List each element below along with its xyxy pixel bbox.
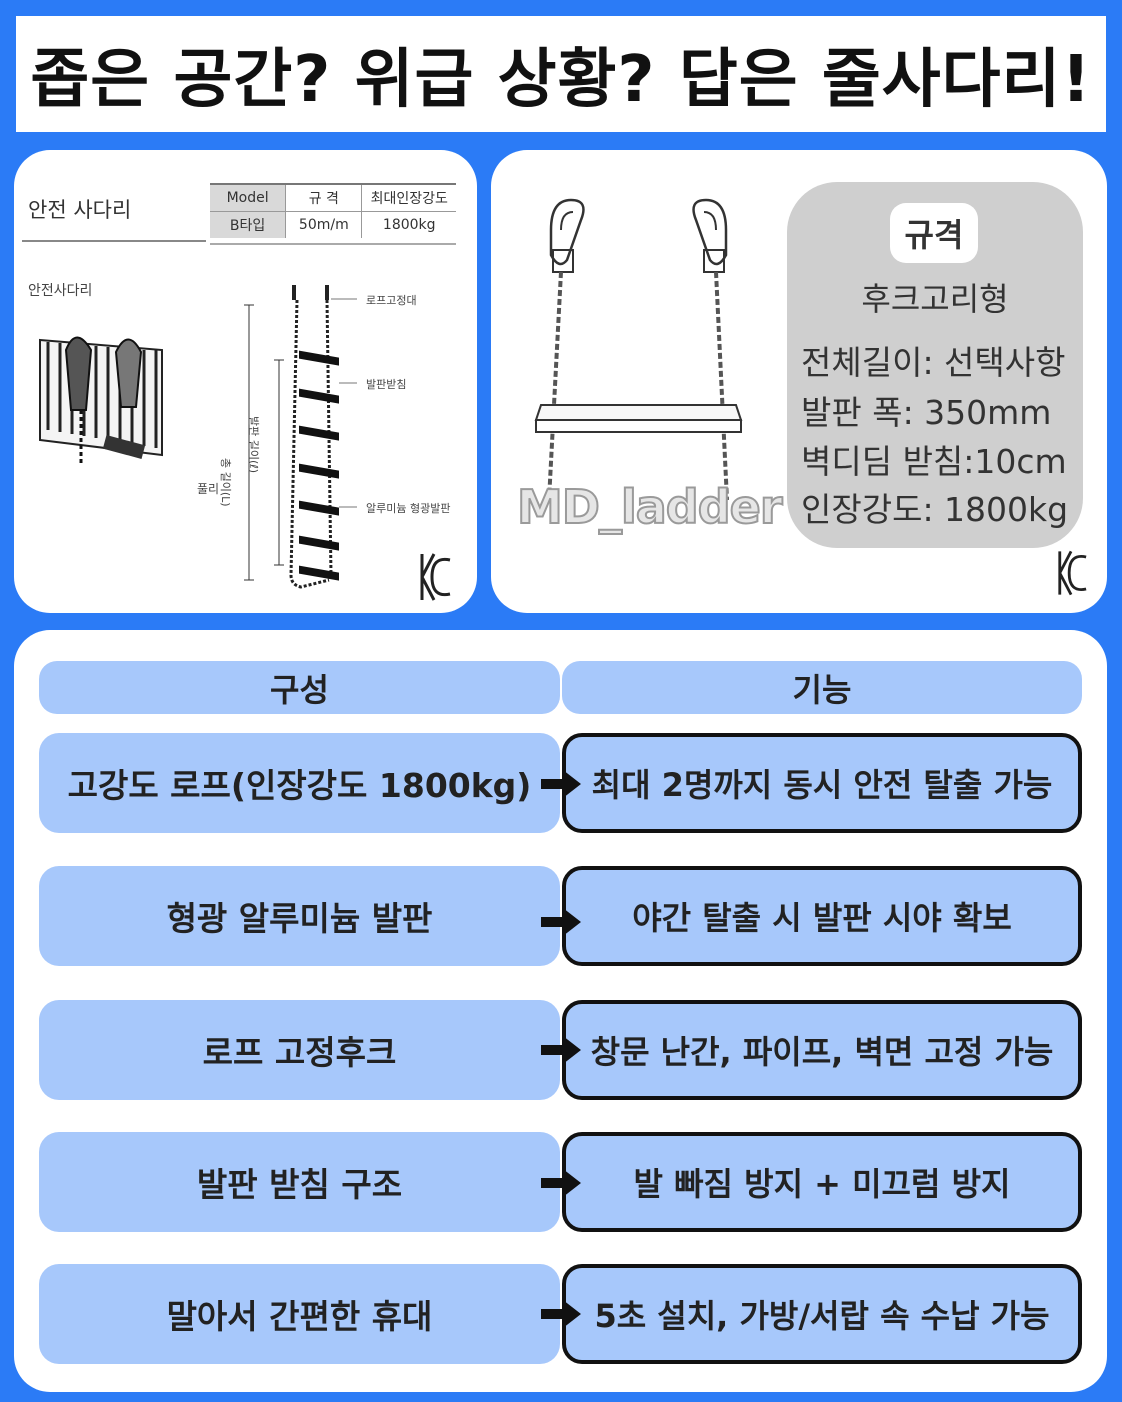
arrow-right-icon [541, 1169, 581, 1197]
page-title: 좁은 공간? 위급 상황? 답은 줄사다리! [30, 43, 1092, 117]
balcony-illustration [39, 336, 163, 465]
spec-cell-size: 50m/m [285, 211, 363, 238]
spec-card: MD_ladder 규격 후크고리형 전체길이: 선택사항 발판 폭: 350m… [491, 150, 1107, 613]
diagram-title: 안전 사다리 [28, 198, 132, 222]
function-cell: 최대 2명까지 동시 안전 탈출 가능 [562, 733, 1082, 833]
callout-aluminum-step: 알루미늄 형광발판 [366, 502, 451, 515]
callout-rope-anchor: 로프고정대 [366, 294, 417, 307]
kc-mark-icon [1058, 550, 1087, 596]
spec-header-strength: 최대인장강도 [361, 185, 456, 212]
component-cell: 말아서 간편한 휴대 [39, 1264, 560, 1364]
column-header-component: 구성 [39, 661, 560, 714]
component-cell: 형광 알루미늄 발판 [39, 866, 560, 966]
spec-cell-model: B타입 [210, 211, 287, 238]
spec-tensile-strength: 인장강도: 1800kg [801, 490, 1069, 529]
title-bar: 좁은 공간? 위급 상황? 답은 줄사다리! [16, 16, 1106, 132]
spec-header-model: Model [210, 185, 287, 212]
spec-step-width: 발판 폭: 350mm [801, 393, 1052, 432]
kc-mark-icon [420, 553, 451, 601]
spec-total-length: 전체길이: 선택사항 [801, 343, 1066, 382]
divider [22, 240, 206, 242]
diagram-subtitle: 안전사다리 [28, 283, 93, 299]
spec-header-size: 규 격 [285, 185, 363, 212]
arrow-right-icon [541, 1036, 581, 1064]
watermark: MD_ladder [516, 479, 784, 535]
component-cell: 로프 고정후크 [39, 1000, 560, 1100]
spec-table: Model 규 격 최대인장강도 B타입 50m/m 1800kg [210, 183, 456, 245]
function-cell: 발 빠짐 방지 + 미끄럼 방지 [562, 1132, 1082, 1232]
arrow-right-icon [541, 908, 581, 936]
column-header-function: 기능 [562, 661, 1082, 714]
component-cell: 발판 받침 구조 [39, 1132, 560, 1232]
spec-cell-strength: 1800kg [382, 217, 436, 233]
total-length-label: 총 길이(L) [219, 458, 232, 507]
spec-type: 후크고리형 [861, 280, 1009, 318]
spec-box: 규격 후크고리형 전체길이: 선택사항 발판 폭: 350mm 벽디딤 받침:1… [787, 182, 1083, 548]
ladder-diagram [244, 285, 357, 589]
arrow-right-icon [541, 1300, 581, 1328]
component-cell: 고강도 로프(인장강도 1800kg) [39, 733, 560, 833]
callout-step-support: 발판받침 [366, 378, 407, 391]
pulley-label: 풀리 [197, 482, 220, 496]
function-cell: 야간 탈출 시 발판 시야 확보 [562, 866, 1082, 966]
function-cell: 창문 난간, 파이프, 벽면 고정 가능 [562, 1000, 1082, 1100]
spec-badge: 규격 [890, 203, 978, 263]
diagram-card: 안전 사다리 Model 규 격 최대인장강도 B타입 50m/m 1800kg… [14, 150, 477, 613]
function-cell: 5초 설치, 가방/서랍 속 수납 가능 [562, 1264, 1082, 1364]
spec-wall-support: 벽디딤 받침:10cm [801, 442, 1067, 481]
hook-ladder-illustration [534, 198, 743, 501]
arrow-right-icon [541, 770, 581, 798]
feature-table-card: 구성 기능 고강도 로프(인장강도 1800kg) 최대 2명까지 동시 안전 … [14, 630, 1107, 1392]
step-length-label: 발판 길이(ℓ) [247, 416, 260, 474]
